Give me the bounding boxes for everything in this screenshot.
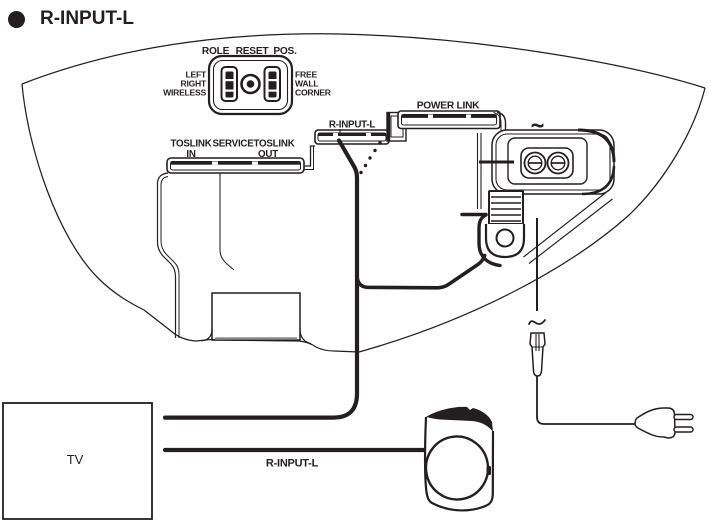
role-switch [220, 66, 238, 102]
page-title: R-INPUT-L [40, 8, 134, 29]
power-cord [528, 218, 694, 439]
pos-option-wall: WALL [295, 79, 318, 89]
bullet-icon [8, 10, 25, 28]
pos-label: POS. [273, 46, 297, 57]
wall-plug-icon [634, 407, 694, 439]
cable-label: R-INPUT-L [266, 458, 319, 470]
reset-button [240, 73, 261, 95]
tv-label: TV [67, 452, 84, 467]
toslink-out-label: TOSLINK [253, 139, 294, 150]
position-switch [263, 66, 281, 102]
speaker-unit [423, 406, 495, 512]
audio-cable [162, 138, 360, 420]
speaker-driver-notch [486, 466, 491, 475]
cable-recess [156, 133, 482, 345]
r-input-l-port-label: R-INPUT-L [329, 120, 375, 131]
pos-option-corner: CORNER [295, 88, 332, 98]
toslink-in-sub: IN [186, 149, 195, 160]
section-header: R-INPUT-L [8, 8, 134, 30]
control-panel-inner [212, 59, 289, 111]
speaker-driver [424, 435, 490, 501]
power-link-label: POWER LINK [417, 101, 480, 112]
power-link-port: POWER LINK [386, 101, 507, 142]
cable-clamp [484, 190, 526, 259]
role-option-left: LEFT [186, 70, 207, 80]
role-option-wireless: WIRELESS [163, 88, 206, 98]
r-input-l-port: R-INPUT-L [314, 120, 390, 175]
reset-label: RESET [236, 46, 270, 57]
speaker-top-face [426, 406, 493, 432]
role-label: ROLE [202, 46, 230, 57]
cable-break-icon [528, 319, 546, 325]
c7-connector-icon [529, 332, 546, 377]
toslink-out-sub: OUT [258, 149, 278, 160]
role-option-right: RIGHT [181, 79, 207, 89]
service-label: SERVICE [212, 139, 254, 150]
ac-symbol: ~ [531, 113, 544, 138]
speaker-body [423, 416, 495, 512]
toslink-in-label: TOSLINK [170, 139, 211, 150]
power-cable-internal [355, 212, 502, 290]
tv-box: TV [2, 402, 153, 520]
power-inlet: ~ [479, 113, 616, 264]
speaker-outline [21, 33, 706, 353]
pos-option-free: FREE [295, 70, 317, 80]
hidden-cable-dots [359, 141, 382, 175]
control-panel: ROLE RESET POS. LEFT RIGHT WIRELESS FREE… [163, 46, 332, 116]
toslink-ports: TOSLINK SERVICE TOSLINK IN OUT [166, 139, 305, 174]
r-input-l-connection: R-INPUT-L [162, 447, 427, 470]
